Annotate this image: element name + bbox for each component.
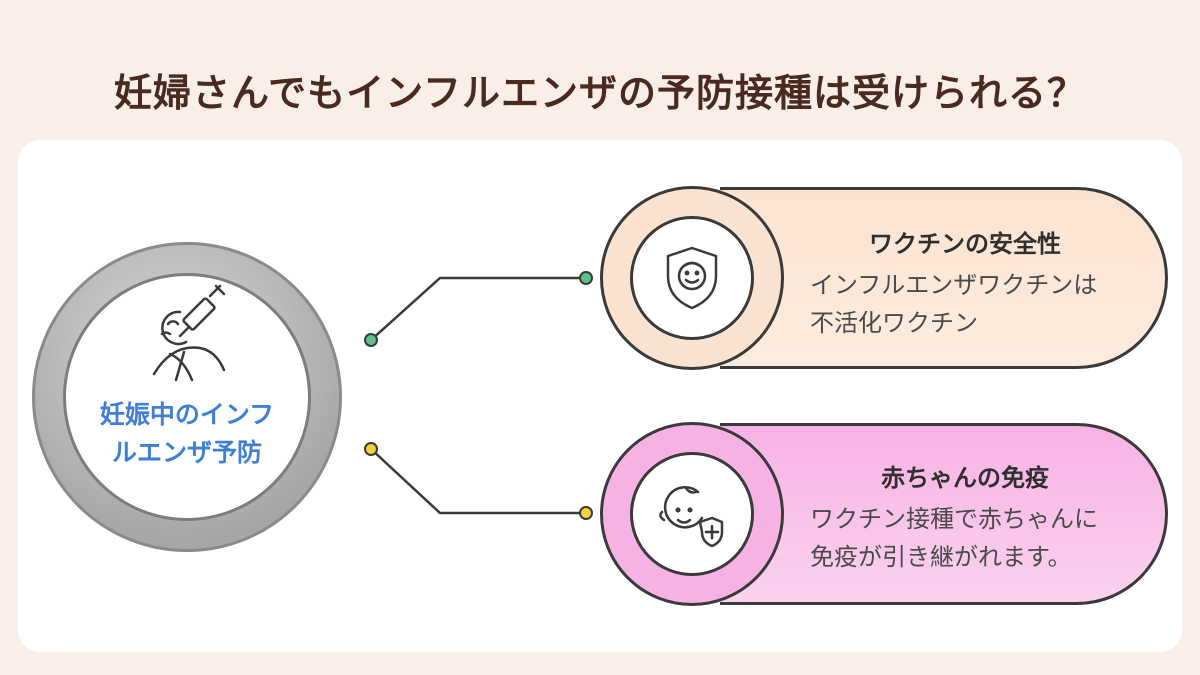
card-desc-immune-line2: 免疫が引き継がれます。 (810, 543, 1072, 571)
hub-label: 妊娠中のインフ ルエンザ予防 (76, 396, 298, 472)
connector-dot-safety-end (579, 271, 593, 285)
shield-face-icon (666, 246, 718, 310)
card-title-immune: 赤ちゃんの免疫 (881, 464, 1049, 492)
card-desc-safety-line2: 不活化ワクチン (810, 309, 978, 337)
card-baby-immunity (720, 423, 1168, 605)
card-desc-safety-line1: インフルエンザワクチンは (810, 271, 1098, 299)
connector-dot-immune-start (364, 442, 378, 456)
card-desc-immune-line1: ワクチン接種で赤ちゃんに (810, 505, 1098, 533)
connector-dot-safety-start (364, 333, 378, 347)
baby-medical-icon (659, 486, 724, 548)
connector-dot-immune-end (579, 506, 593, 520)
card-desc-safety: インフルエンザワクチンは 不活化ワクチン (810, 266, 1170, 342)
card-desc-immune: ワクチン接種で赤ちゃんに 免疫が引き継がれます。 (810, 500, 1170, 576)
hub-label-line1: 妊娠中のインフ (99, 400, 275, 429)
node-inner-immune (630, 452, 754, 576)
card-vaccine-safety (720, 187, 1168, 369)
hub-label-line2: ルエンザ予防 (111, 438, 262, 467)
page-title: 妊婦さんでもインフルエンザの予防接種は受けられる？ (114, 71, 1086, 115)
card-title-safety: ワクチンの安全性 (869, 230, 1061, 258)
node-inner-safety (630, 216, 754, 340)
pregnant-woman-syringe-icon (152, 284, 226, 382)
